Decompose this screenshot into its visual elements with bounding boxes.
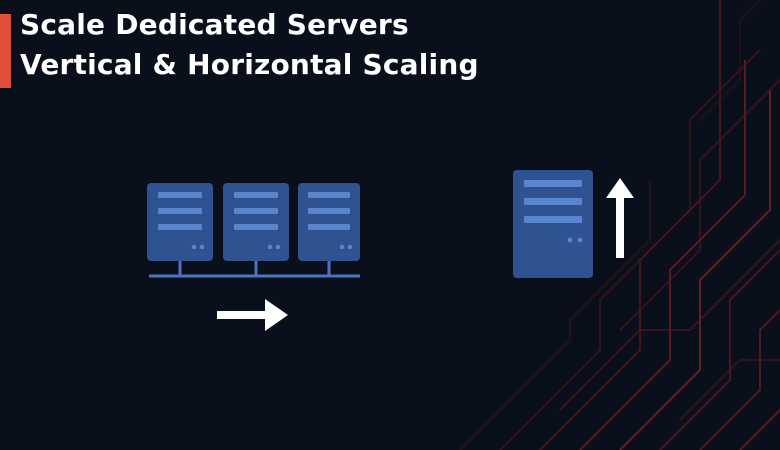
server-icon — [223, 183, 289, 261]
arrow-right-icon — [217, 299, 288, 331]
arrow-up-icon — [606, 178, 634, 258]
title-line-2: Vertical & Horizontal Scaling — [20, 48, 479, 81]
server-icon — [298, 183, 360, 261]
horizontal-scaling-group — [147, 183, 360, 331]
title-line-1: Scale Dedicated Servers — [20, 8, 409, 41]
server-icon — [147, 183, 213, 261]
vertical-scaling-group — [513, 170, 634, 278]
accent-bar — [0, 14, 11, 88]
network-connector-icon — [149, 261, 360, 278]
circuit-lines-decoration — [459, 0, 780, 450]
server-icon — [513, 170, 593, 278]
